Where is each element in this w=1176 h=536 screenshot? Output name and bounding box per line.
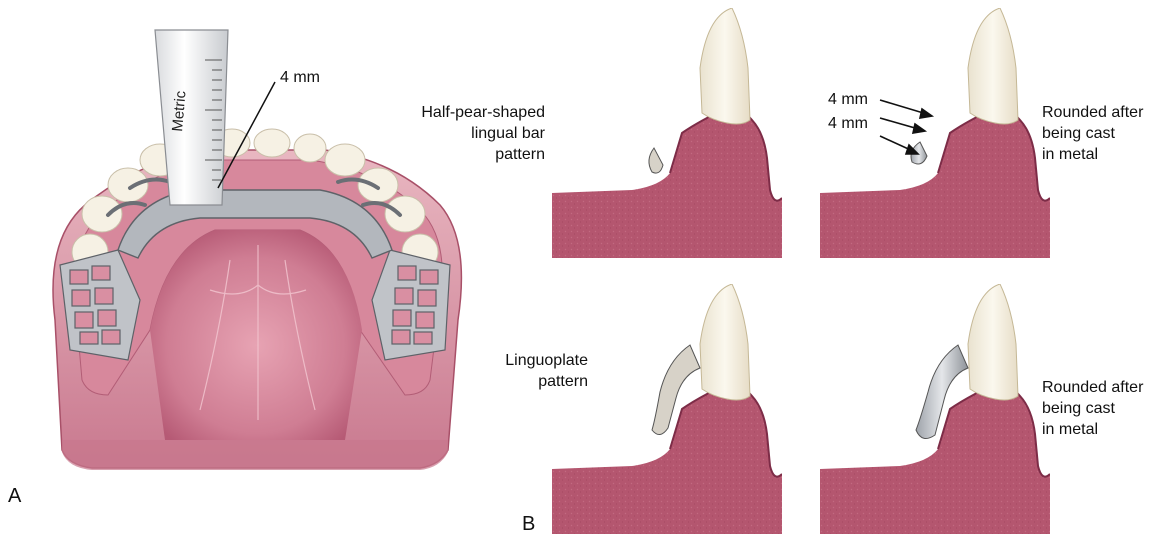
label-measure-4mm-1: 4 mm bbox=[828, 91, 868, 108]
label-rounded-top-line-3: in metal bbox=[1042, 146, 1098, 163]
label-linguoplate-line-2: pattern bbox=[538, 373, 588, 390]
panel-a-cast-illustration: Metric 4 mm A bbox=[8, 30, 461, 507]
label-rounded-bottom-line-3: in metal bbox=[1042, 421, 1098, 438]
tooth bbox=[254, 129, 290, 157]
label-half-pear-line-3: pattern bbox=[495, 146, 545, 163]
cast-base-front-face bbox=[62, 440, 448, 470]
panel-b-letter: B bbox=[522, 513, 535, 535]
measure-arrows bbox=[880, 100, 932, 154]
measure-label: 4 mm bbox=[280, 69, 320, 86]
label-rounded-bottom-line-1: Rounded after bbox=[1042, 379, 1144, 396]
label-half-pear-line-2: lingual bar bbox=[471, 125, 546, 142]
label-linguoplate-line-1: Linguoplate bbox=[505, 352, 588, 369]
tooth bbox=[294, 134, 326, 162]
label-rounded-bottom-line-2: being cast bbox=[1042, 400, 1115, 417]
label-half-pear-line-1: Half-pear-shaped bbox=[421, 104, 545, 121]
tooth bbox=[108, 168, 148, 202]
section-half-pear-pattern: Half-pear-shaped lingual bar pattern bbox=[421, 8, 782, 263]
label-rounded-top-line-2: being cast bbox=[1042, 125, 1115, 142]
section-rounded-cast-top: 4 mm 4 mm Rounded after being cast in me… bbox=[820, 8, 1144, 263]
label-measure-4mm-2: 4 mm bbox=[828, 115, 868, 132]
tooth bbox=[358, 168, 398, 202]
half-pear-wax-pattern bbox=[649, 148, 663, 173]
tooth bbox=[325, 144, 365, 176]
framework-right bbox=[372, 250, 450, 360]
section-linguoplate-pattern: Linguoplate pattern bbox=[505, 284, 782, 536]
section-rounded-cast-bottom: Rounded after being cast in metal bbox=[820, 284, 1144, 536]
tooth bbox=[82, 196, 122, 232]
ruler-metric-text: Metric bbox=[169, 90, 190, 133]
palate bbox=[150, 230, 362, 440]
tooth bbox=[385, 196, 425, 232]
panel-a-letter: A bbox=[8, 485, 22, 507]
panel-b-sections: Half-pear-shaped lingual bar pattern 4 m… bbox=[421, 8, 1144, 536]
label-rounded-top-line-1: Rounded after bbox=[1042, 104, 1144, 121]
